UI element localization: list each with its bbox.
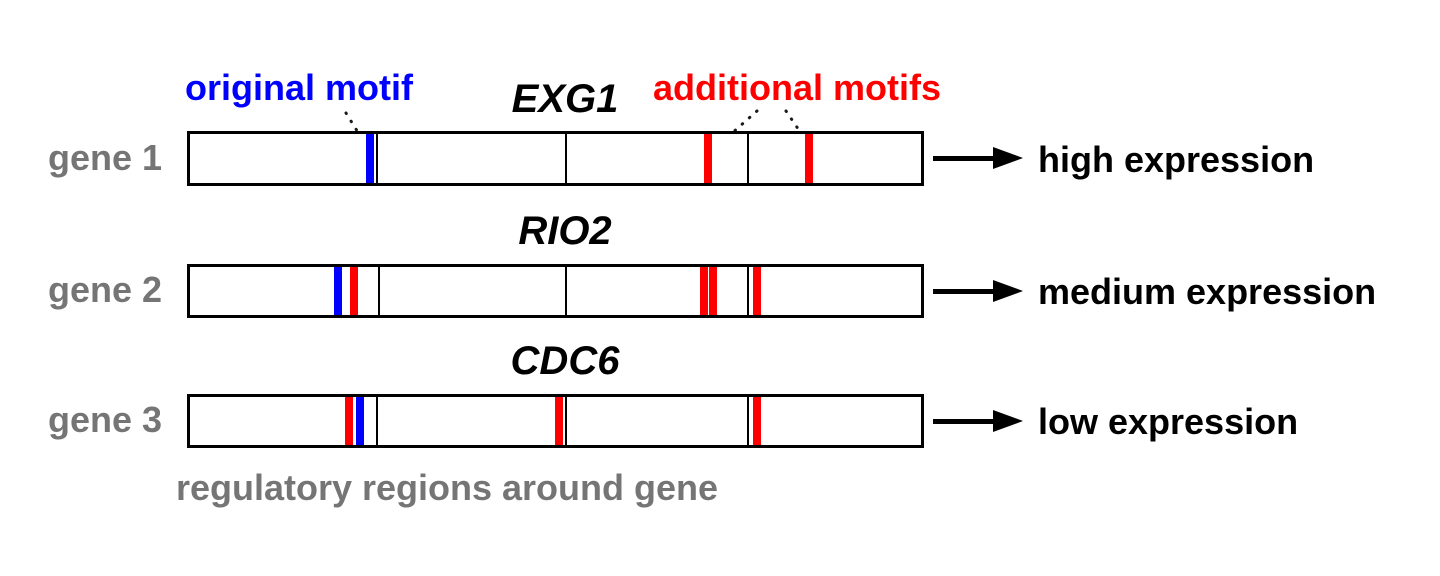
gene-row-label: gene 1: [47, 137, 162, 178]
additional-motif-mark: [752, 397, 761, 445]
regulatory-region-bar: [187, 394, 924, 448]
arrow-shaft: [933, 418, 995, 424]
gene-row-label: gene 3: [47, 399, 162, 440]
segment-divider: [565, 267, 568, 315]
additional-motif-mark: [703, 134, 712, 183]
segment-divider: [746, 397, 749, 445]
additional-motif-mark: [699, 267, 708, 315]
regulatory-region-bar: [187, 131, 924, 186]
segment-divider: [376, 134, 379, 183]
gene-name-label: CDC6: [510, 339, 620, 383]
additional-motif-mark: [752, 267, 761, 315]
additional-motif-mark: [708, 267, 717, 315]
regulatory-region-bar: [187, 264, 924, 318]
arrow-head: [993, 280, 1023, 302]
segment-divider: [565, 397, 568, 445]
figure-caption: regulatory regions around gene: [175, 467, 719, 508]
segment-divider: [377, 267, 380, 315]
additional-motifs-label: additional motifs: [653, 67, 941, 108]
expression-label: medium expression: [1038, 271, 1377, 312]
expression-label: high expression: [1038, 139, 1315, 180]
arrow-head: [993, 147, 1023, 169]
original-motif-label: original motif: [185, 67, 413, 108]
segment-divider: [565, 134, 568, 183]
expression-label: low expression: [1038, 401, 1299, 442]
gene-name-label: RIO2: [518, 209, 612, 253]
arrow-head: [993, 410, 1023, 432]
arrow-shaft: [933, 155, 995, 161]
additional-motif-mark: [805, 134, 814, 183]
additional-motif-mark: [350, 267, 359, 315]
arrow-shaft: [933, 288, 995, 294]
original-motif-mark: [356, 397, 365, 445]
gene-row-label: gene 2: [47, 269, 162, 310]
segment-divider: [746, 267, 749, 315]
additional-motif-mark: [555, 397, 564, 445]
original-motif-mark: [334, 267, 343, 315]
original-motif-mark: [365, 134, 374, 183]
additional-motif-mark: [344, 397, 353, 445]
segment-divider: [376, 397, 379, 445]
segment-divider: [746, 134, 749, 183]
gene-name-label: EXG1: [511, 77, 619, 121]
